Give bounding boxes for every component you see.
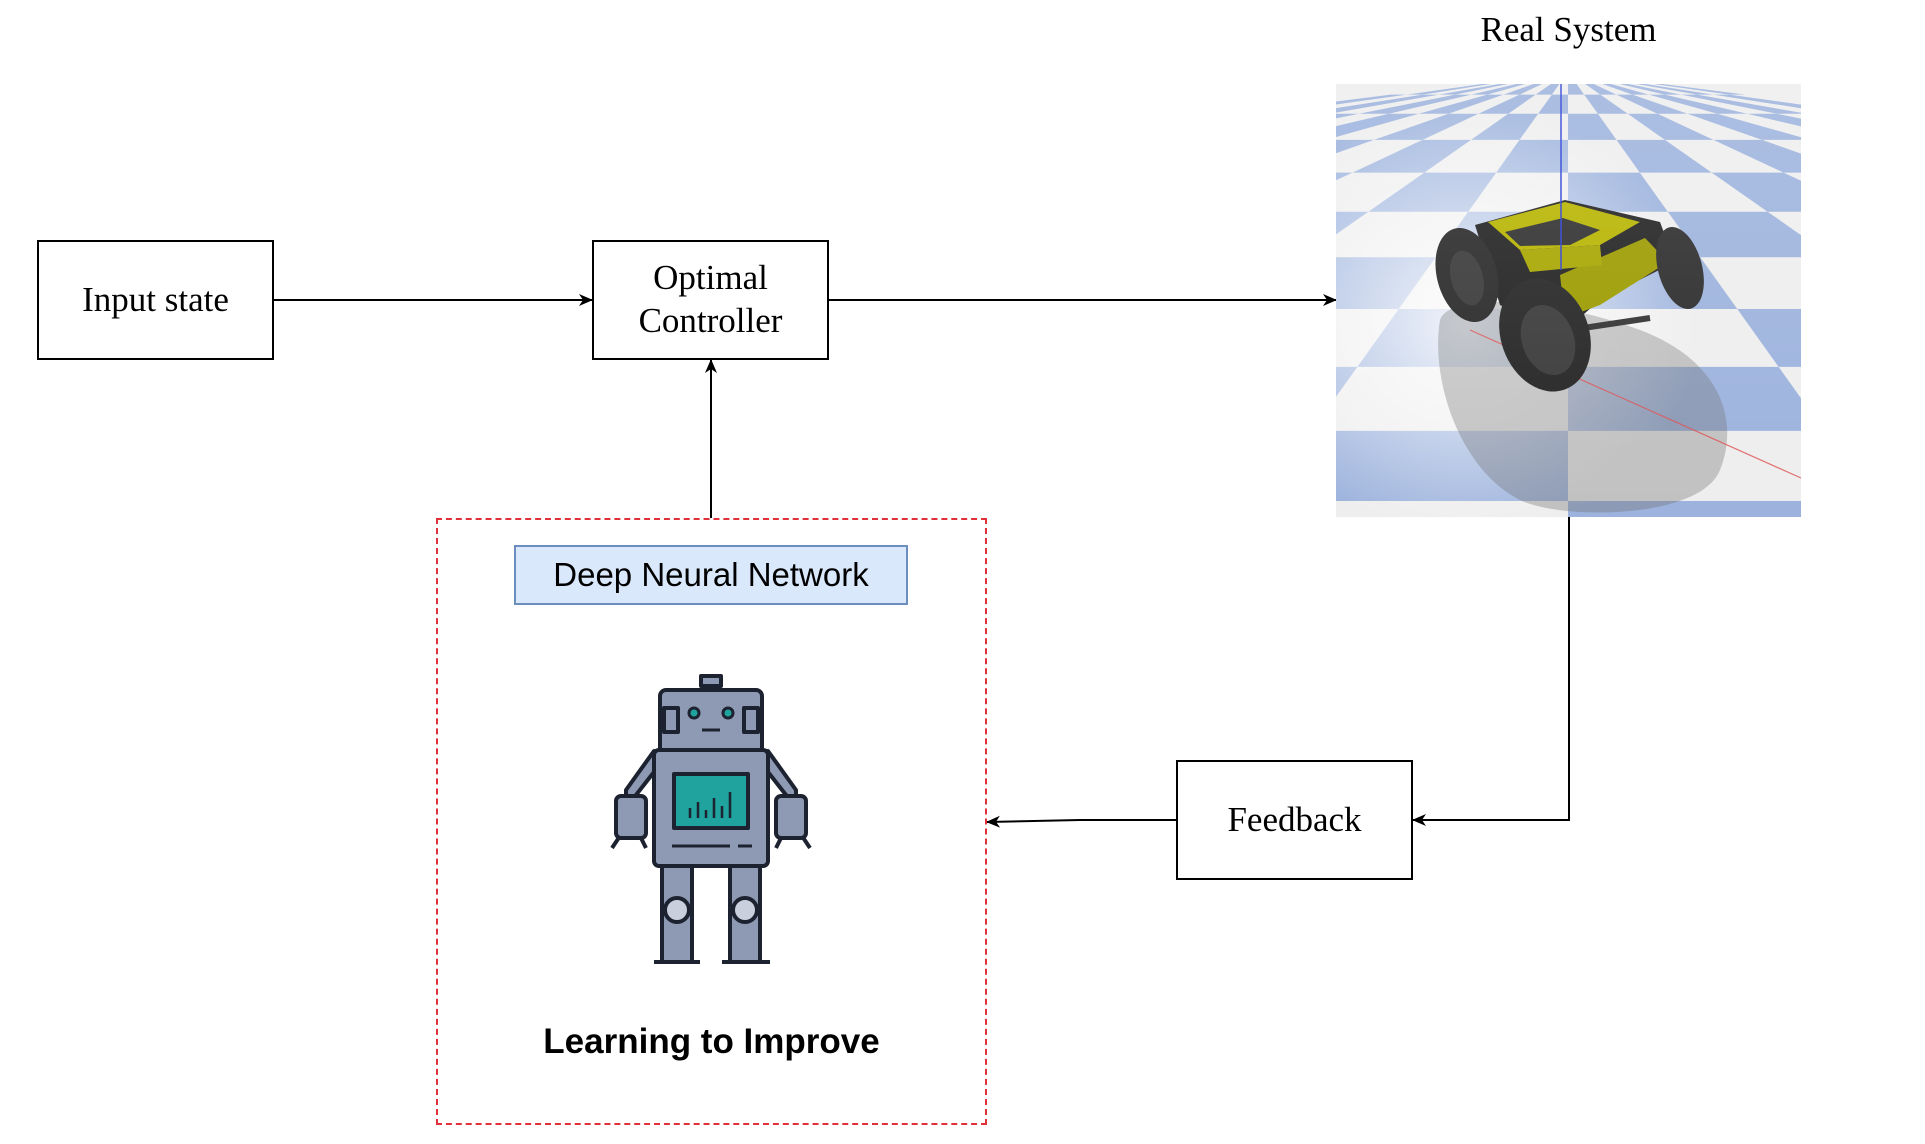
floor-tile <box>1589 78 1612 82</box>
controller-label-line1: Optimal <box>653 258 768 298</box>
optimal-controller-block: Optimal Controller <box>592 240 829 360</box>
floor-tile <box>1336 366 1358 397</box>
floor-tile <box>36 431 543 501</box>
floor-tile <box>1516 78 1543 82</box>
floor-tile <box>770 173 1065 212</box>
feedback-label: Feedback <box>1227 799 1362 839</box>
feedback-block: Feedback <box>1176 760 1413 880</box>
floor-tile <box>214 257 642 309</box>
floor-tile <box>1907 140 1925 173</box>
floor-tile <box>922 140 1181 173</box>
floor-tile <box>649 431 1056 501</box>
floor-tile <box>907 212 1169 258</box>
floor-tile <box>936 309 1229 367</box>
floor-tile <box>1824 431 1925 501</box>
input-state-block: Input state <box>37 240 274 360</box>
floor-tile <box>1501 78 1534 82</box>
floor-tile <box>778 140 1083 173</box>
floor-tile <box>1561 78 1569 82</box>
floor-tile <box>1598 78 1628 82</box>
real-system-title: Real System <box>1480 10 1657 49</box>
floor-tile <box>1531 78 1551 82</box>
floor-tile <box>0 367 94 431</box>
floor-tile <box>1581 78 1598 82</box>
learning-caption: Learning to Improve <box>543 1022 880 1061</box>
robot-icon <box>610 674 812 964</box>
floor-tile <box>1546 78 1560 82</box>
floor-tile <box>570 173 922 212</box>
floor-tile <box>30 367 515 431</box>
floor-tile <box>1065 140 1277 173</box>
floor-tile <box>0 431 30 501</box>
floor-tile <box>891 257 1171 309</box>
real-system-image <box>0 78 1925 577</box>
floor-tile <box>543 367 937 431</box>
input-state-label: Input state <box>82 279 229 319</box>
floor-tile <box>1486 78 1525 82</box>
arrow-system-to-feedback <box>1412 517 1570 826</box>
deep-neural-network-label: Deep Neural Network <box>514 545 908 605</box>
floor-tile <box>1083 114 1299 140</box>
arrow-feedback-to-network <box>986 815 1176 828</box>
deep-neural-network-text: Deep Neural Network <box>553 556 869 593</box>
floor-tile <box>1807 114 1925 140</box>
floor-tile <box>1867 212 1925 258</box>
floor-tile <box>0 501 36 577</box>
floor-tile <box>1336 172 1353 181</box>
floor-tile <box>1607 78 1643 82</box>
floor-tile <box>1572 78 1583 82</box>
floor-tile <box>1833 257 1925 309</box>
floor-tile <box>1867 114 1925 140</box>
deep-neural-network-region <box>436 518 987 1125</box>
floor-tile <box>969 173 1209 212</box>
floor-tile <box>1855 173 1925 212</box>
controller-label-line2: Controller <box>638 301 783 340</box>
floor-tile <box>1336 113 1359 119</box>
floor-tile <box>1810 140 1925 173</box>
